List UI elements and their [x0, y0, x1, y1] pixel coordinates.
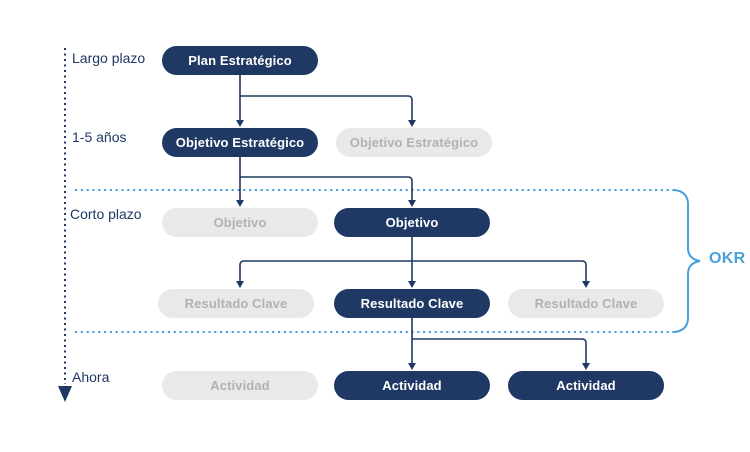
arrowhead-icon: [582, 363, 590, 370]
arrowhead-icon: [236, 281, 244, 288]
connectors: [236, 75, 590, 370]
arrowhead-icon: [582, 281, 590, 288]
okr-brace: [673, 189, 701, 333]
arrowhead-icon: [408, 200, 416, 207]
timeline-label-ahora: Ahora: [72, 369, 110, 385]
node-objetivo-estrategico-inactive: Objetivo Estratégico: [336, 128, 492, 157]
node-resultado-clave-inactive-right: Resultado Clave: [508, 289, 664, 318]
okr-label: OKR: [709, 250, 746, 267]
node-resultado-clave-active: Resultado Clave: [334, 289, 490, 318]
node-objetivo-estrategico-active: Objetivo Estratégico: [162, 128, 318, 157]
timeline-label-1-5-anos: 1-5 años: [72, 129, 127, 145]
node-actividad-inactive: Actividad: [162, 371, 318, 400]
node-objetivo-inactive: Objetivo: [162, 208, 318, 237]
arrowhead-icon: [408, 281, 416, 288]
node-resultado-clave-inactive-left: Resultado Clave: [158, 289, 314, 318]
arrowhead-icon: [236, 200, 244, 207]
arrowhead-icon: [408, 120, 416, 127]
node-actividad-active-right: Actividad: [508, 371, 664, 400]
node-plan-estrategico: Plan Estratégico: [162, 46, 318, 75]
timeline-label-largo-plazo: Largo plazo: [72, 50, 146, 66]
arrowhead-icon: [236, 120, 244, 127]
timeline-label-corto-plazo: Corto plazo: [70, 206, 142, 222]
arrowhead-icon: [408, 363, 416, 370]
timeline-arrowhead-icon: [58, 386, 72, 402]
node-actividad-active-center: Actividad: [334, 371, 490, 400]
timeline-arrow: [58, 48, 72, 402]
node-objetivo-active: Objetivo: [334, 208, 490, 237]
